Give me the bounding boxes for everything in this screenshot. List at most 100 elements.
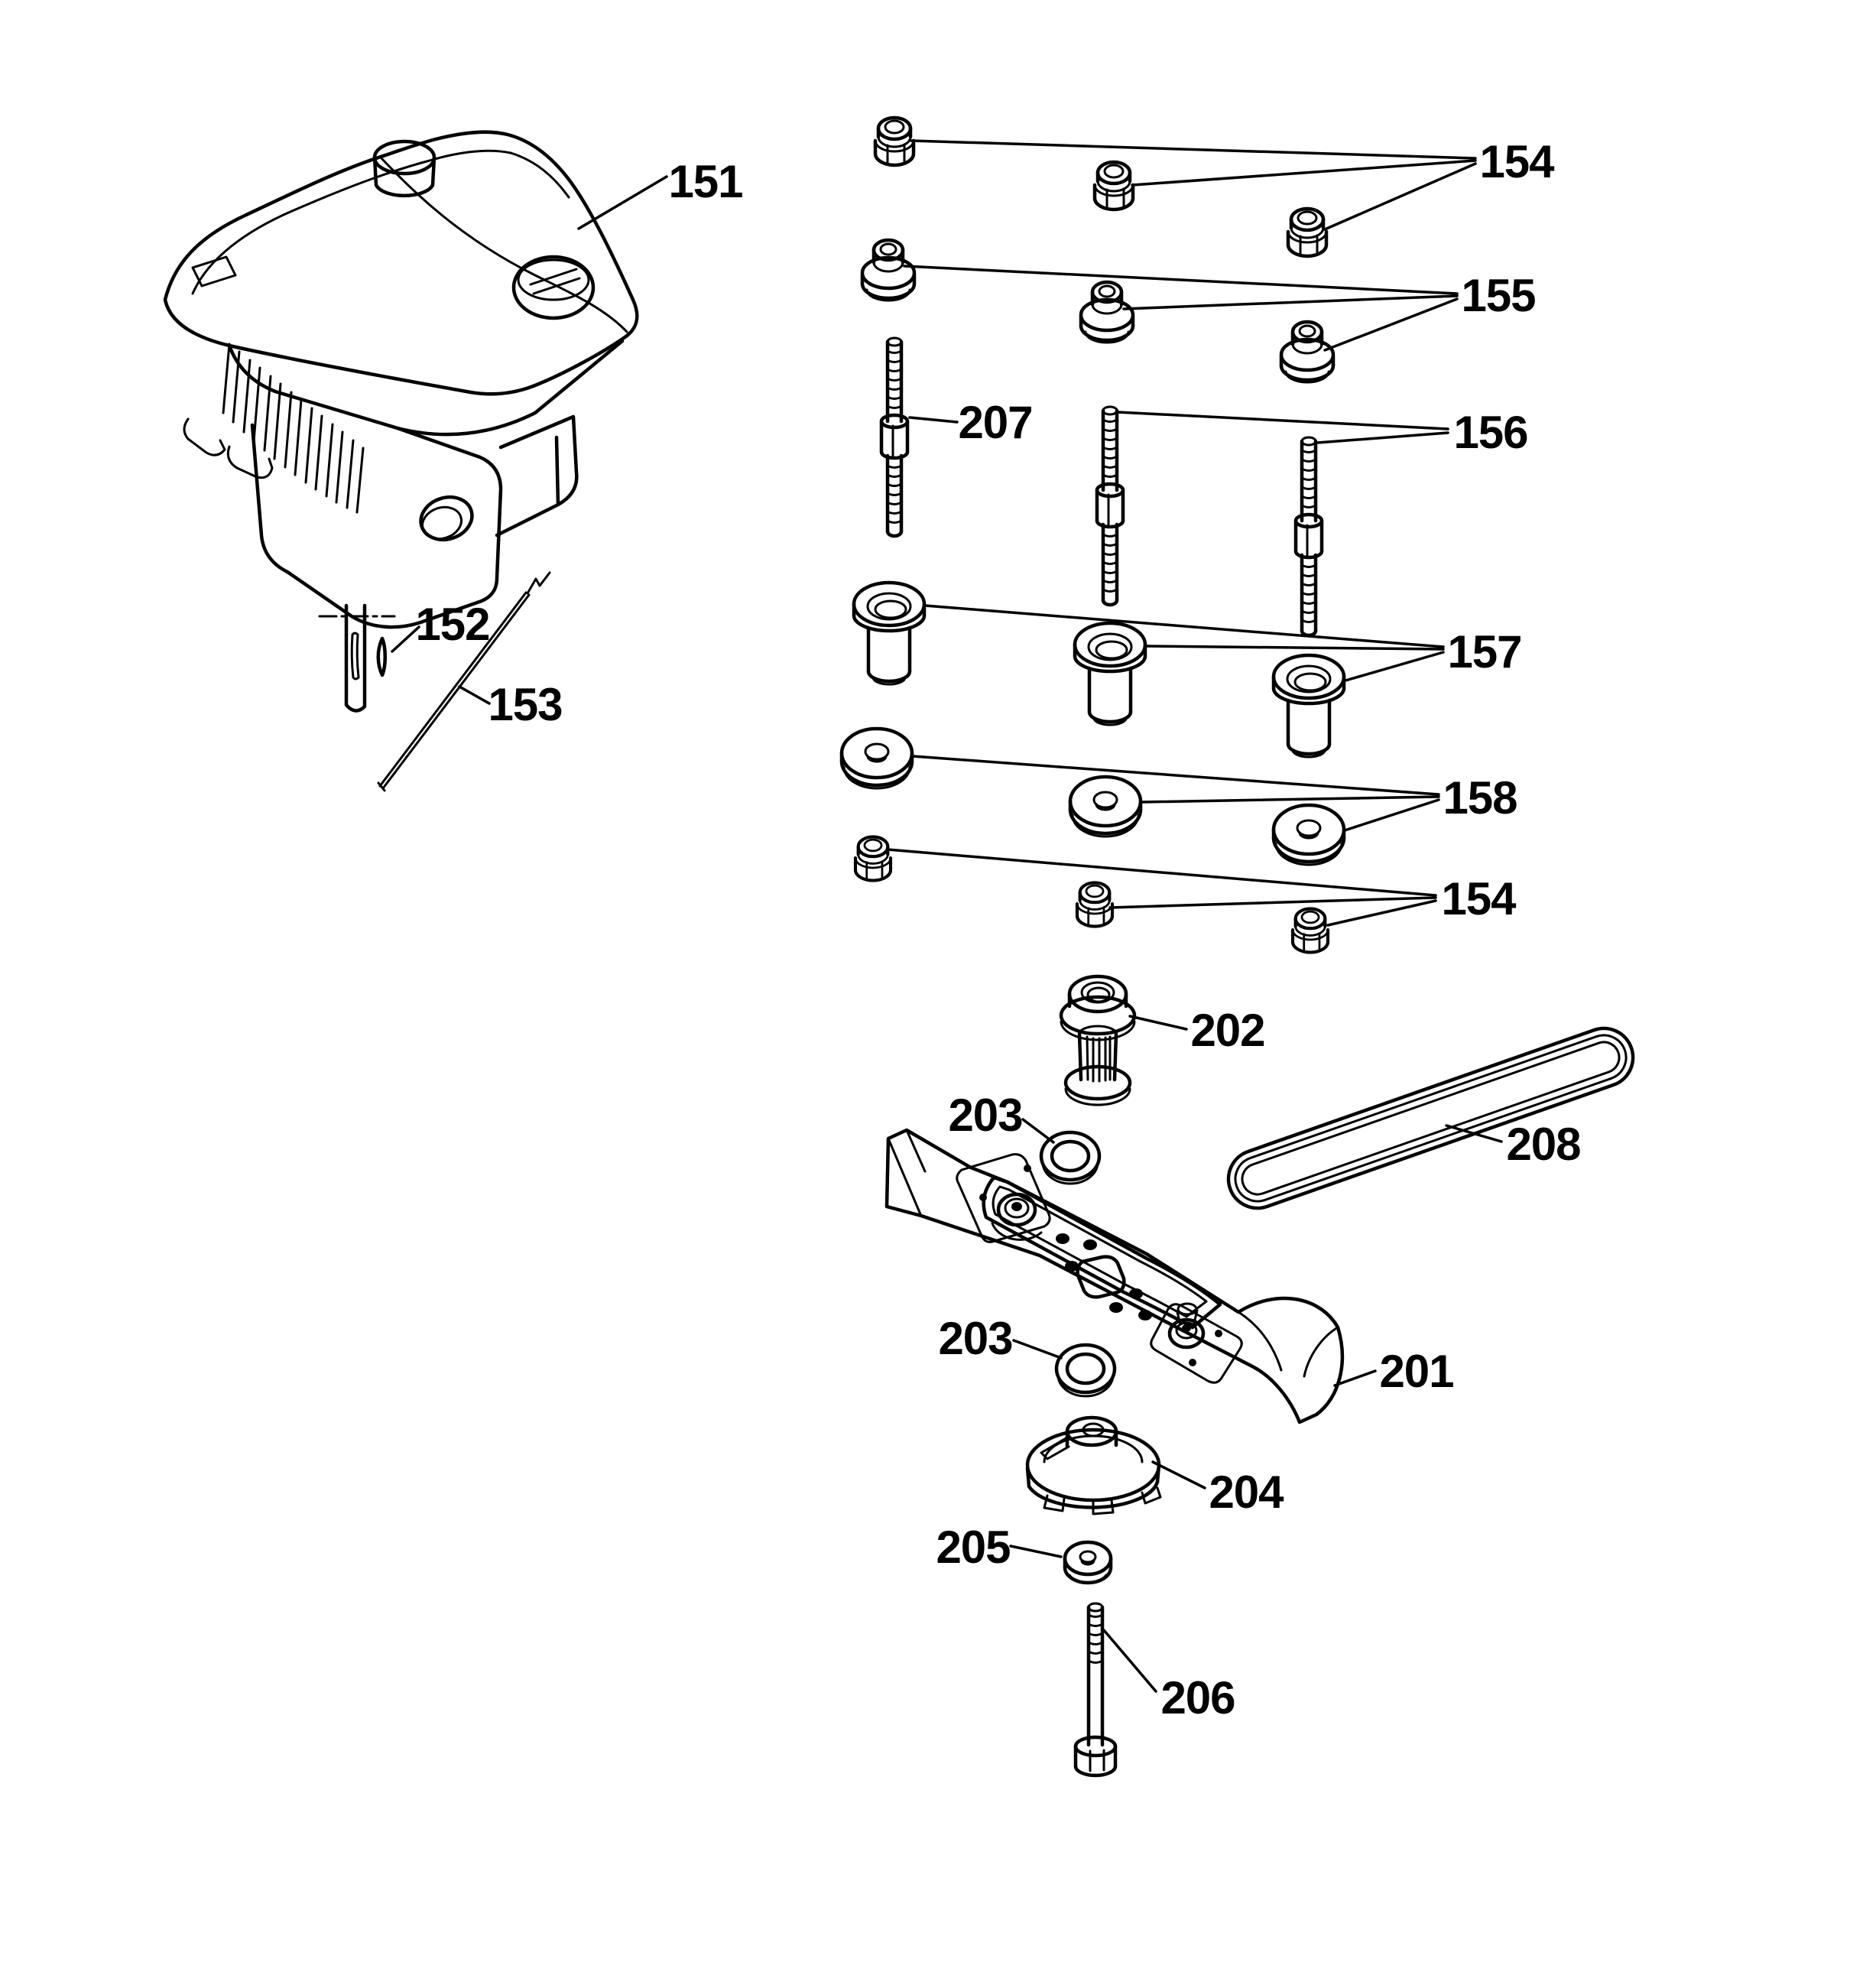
drive-belt-208 [1226,1026,1635,1210]
callout-203-bottom: 203 [938,1313,1012,1364]
blade-bolt-206 [1073,1602,1118,1778]
lock-nut-3 [1288,209,1326,256]
blade-left-tip-crease [887,1129,927,1216]
stud-pair-156 [1097,407,1322,635]
callout-201: 201 [1379,1346,1453,1397]
blade-right-boss-top [1177,1302,1198,1316]
engine-body-lower [250,423,503,629]
flat-washer-3 [1274,805,1344,865]
leader-154-top [910,139,1477,231]
flat-washer-1 [842,729,912,788]
woodruff-key-152 [376,636,387,677]
callout-157: 157 [1447,626,1521,677]
engine-fuel-cap-slot [529,268,581,295]
blade-right-boss-cone [1176,1309,1199,1326]
leader-205 [1009,1545,1063,1558]
washer-row-158 [842,729,1344,865]
lock-nut-1 [875,118,914,165]
leader-152 [391,625,420,653]
blade-vent-holes [1056,1233,1152,1320]
flanged-spacer-2 [1081,282,1133,343]
blade-center-hole [1076,1255,1126,1299]
blade-right-mount-plate [1150,1303,1243,1384]
leader-155 [903,265,1459,352]
engine-bracket-left [183,417,274,479]
leader-206 [1102,1629,1157,1693]
callout-203-top: 203 [948,1090,1022,1141]
callout-156: 156 [1453,407,1527,458]
blade-201 [884,1128,1344,1424]
leader-153 [458,685,491,705]
callout-153: 153 [488,679,562,730]
rod-153 [377,571,551,792]
callouts: 151 154 155 207 156 152 153 157 158 154 … [415,136,1581,1723]
bushing-3 [1274,655,1344,757]
engine-tank-inner-rim [191,149,570,295]
blade-right-boss-hole [1182,1324,1191,1332]
engine-tank-outline [163,130,639,396]
lock-nut-2 [1095,162,1133,210]
blade-right-wing-crease [1237,1311,1339,1378]
flanged-spacer-row-155 [862,240,1333,382]
washer-203-bottom [1056,1345,1115,1396]
engine-fuel-cap-outer [511,255,596,320]
blade-right-plate-dot2 [1189,1359,1196,1366]
engine-cooling-fins [222,343,365,514]
engine-fuel-cap-top [517,258,590,301]
stud-2 [1296,437,1322,635]
engine-151 [163,130,639,629]
blade-left-plate-dot2 [1024,1165,1031,1172]
flat-washer-2 [1070,777,1141,836]
leader-201 [1333,1369,1377,1387]
callout-154-top: 154 [1479,136,1555,187]
engine-exhaust-hole-inner [421,505,463,541]
leader-156 [1116,411,1449,444]
bushing-2 [1075,623,1145,725]
flanged-spacer-1 [862,240,914,300]
callout-208: 208 [1506,1119,1580,1170]
blade-left-boss-hole [1011,1202,1022,1211]
callout-206: 206 [1160,1672,1235,1723]
leader-202 [1128,1015,1188,1031]
crankshaft [318,603,396,713]
lock-nut-4 [855,836,891,880]
callout-155: 155 [1461,270,1535,321]
crankshaft-shaft [344,603,367,713]
lock-nut-row-bottom-154 [855,836,1328,952]
callout-207: 207 [958,397,1032,448]
bushing-1 [854,583,924,684]
blade-left-plate-dot [979,1194,987,1201]
bushing-row-157 [854,583,1344,757]
stud-207 [881,338,907,536]
leader-158 [911,755,1440,832]
lock-nut-row-top-154 [875,118,1326,256]
leader-203-bottom [1012,1339,1063,1359]
leader-208 [1445,1124,1503,1143]
blade-right-boss-outer [1167,1317,1206,1350]
blade-left-boss-mid [1004,1197,1030,1219]
blade-plate-outer [982,1175,1222,1330]
engine-bracket-top-left [191,255,237,287]
blade-left-mount-plate [956,1153,1051,1243]
leader-154-bottom [886,848,1437,927]
callout-158: 158 [1443,772,1517,823]
long-stud [881,338,907,536]
callout-205: 205 [936,1522,1010,1573]
callout-152: 152 [415,599,489,650]
blade-plate-inner [992,1185,1208,1318]
crankshaft-keyway [350,632,360,681]
blade-hub-204 [1025,1415,1162,1515]
callout-204: 204 [1209,1467,1284,1518]
blade-left-boss-slot [991,1222,1043,1241]
engine-oil-cap [372,155,437,198]
blade-right-plate-dot [1215,1330,1222,1337]
leader-203-top [1021,1118,1055,1144]
leader-204 [1151,1460,1206,1489]
blade-outline [884,1128,1344,1424]
blade-right-boss-mid [1175,1321,1198,1340]
engine-tank-crease [379,156,628,333]
flanged-spacer-3 [1281,322,1333,382]
lock-nut-5 [1077,882,1112,926]
